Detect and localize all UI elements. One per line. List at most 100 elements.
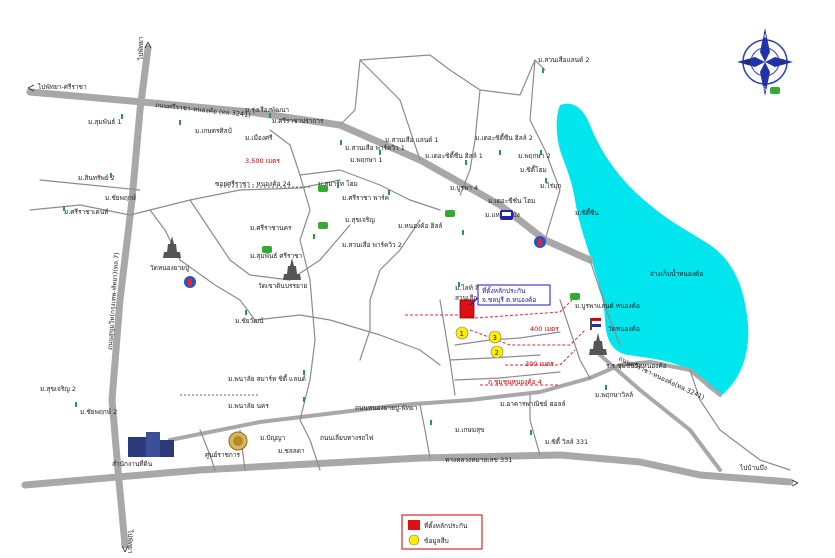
bus-icon [570, 293, 580, 300]
temple-label: วัดหนองค้อ [608, 325, 640, 333]
bus-icon [445, 210, 455, 217]
bus-icon [318, 222, 328, 229]
distance-300: 300 เมตร [525, 360, 554, 368]
school-label: ร.ร.ชุมชนวัดหนองค้อ [606, 362, 667, 370]
temple-icon [589, 333, 607, 355]
place-label: ม.ซิตี้โฮม [520, 165, 547, 174]
bus-icon [318, 185, 328, 192]
collateral-callout[interactable]: ที่ตั้งหลักประกัน จ.ชลบุรี ต.หนองค้อ [469, 284, 551, 306]
svg-text:3: 3 [493, 334, 497, 342]
place-label: ม.บูรพา 4 [450, 184, 478, 192]
comparable-marker-1[interactable]: 1 [455, 326, 469, 340]
place-label: ม.พนาลัย นคร [228, 402, 269, 410]
place-label: ม.บูรพาแลนด์ หนองค้อ [575, 302, 640, 310]
place-label: ม.ศรีราชา พาร์ค [342, 194, 389, 202]
legend-collateral-swatch [408, 520, 420, 530]
place-label: ม.ชลลดา [278, 447, 305, 455]
center-label: ศูนย์ราชการ [205, 451, 241, 459]
route-dash [469, 329, 586, 346]
place-label: ม.พฤกษาวิลล์ [595, 391, 633, 399]
bus-station-icon [500, 210, 513, 220]
flag-icon [590, 318, 602, 330]
office-building-icon [128, 432, 174, 457]
office-label: สำนักงานที่ดิน [112, 459, 153, 468]
comparable-marker-2[interactable]: 2 [490, 345, 504, 359]
temple-label: วัดหนองยายบู่ [150, 264, 189, 272]
place-label: ม.ศรีราชาเคนท์ [64, 208, 108, 216]
route-dash [505, 349, 576, 366]
place-label: ม.สุมพันธ์ ศรีราชา [250, 252, 303, 260]
road-label-to-pattaya-bottom: ไปพัทยา [126, 529, 134, 554]
distance-400: 400 เมตร [530, 325, 559, 333]
comparable-marker-3[interactable]: 3 [488, 330, 502, 344]
svg-text:1: 1 [460, 330, 464, 338]
temple-label: วัดเขาดินบรรยาย [258, 282, 307, 290]
temple-icon [163, 236, 181, 258]
legend-comparable-swatch [408, 534, 420, 546]
legend-comparable-label: ข้อมูลสืบ [424, 537, 449, 545]
place-label: ม.ชัยวัฒน์ [235, 317, 264, 325]
pin-icons [63, 68, 607, 435]
place-label: ม.เกษตรศิลป์ [195, 127, 232, 135]
road-chonburi-east [598, 353, 722, 472]
place-label: ม.สวนเสือ พาร์ควิว 1 [345, 144, 405, 152]
place-label: ม.เกษมสุข [455, 426, 485, 434]
place-label: ม.ชัยพฤกษ์ [105, 194, 137, 202]
place-label: ม.สวนเสือ พาร์ควิว 2 [342, 241, 402, 249]
map-legend: ที่ตั้งหลักประกัน ข้อมูลสืบ [401, 514, 483, 550]
place-label: ม.สินทรัพย์ 2 [78, 174, 115, 182]
place-label: ม.สุมพันธ์ 1 [88, 118, 122, 126]
road-label-to-pattaya: ไปพัทยา [137, 36, 145, 61]
compass-e: E [781, 59, 785, 66]
route-dash [474, 299, 573, 319]
callout-line-1: ที่ตั้งหลักประกัน [482, 286, 526, 295]
place-label: ม.เมืองศรี [245, 134, 273, 142]
place-label: ม.หนองค้อ ฮิลล์ [398, 222, 442, 230]
road-label-to-sriracha: ไปพัทยา-ศรีราชา [37, 83, 87, 91]
place-label: ม.พนาลัย สมาร์ท ซิตี้ แลนด์ [228, 374, 306, 383]
minor-road-network [29, 54, 791, 471]
road-label-nongkho-pattaya: ถนนหนองยายบู่-พัทยา [355, 404, 418, 412]
bus-icon [770, 87, 780, 94]
gas-station-icon [184, 276, 196, 288]
road-label-sriracha-nongkho: ถนนศรีราชา-หนองค้อ (ทล.3241) [155, 101, 251, 119]
place-label: ม.พฤกษา 2 [518, 152, 551, 160]
place-label: ม.ศรีราชาปราการ [272, 117, 324, 125]
reservoir-water [556, 103, 749, 395]
compass-n: N [762, 33, 767, 40]
place-label: ม.ปัญญา [260, 434, 286, 442]
place-label: ม.สวนเสือ แลนด์ 1 [385, 136, 439, 144]
road-label-local: ถนนเลียบทางรถไฟ [320, 434, 374, 442]
gas-station-icon [534, 236, 546, 248]
place-label: ม.เดอะซีชั่น โฮม [488, 196, 535, 205]
reservoir-label: อ่างเก็บน้ำหนองค้อ [650, 269, 703, 278]
svg-text:2: 2 [495, 349, 499, 357]
place-label: ม.ชัยพฤกษ์ 2 [80, 408, 117, 416]
road-label-to-baanbueng: ไปบ้านบึง [739, 464, 767, 472]
callout-line-2: จ.ชลบุรี ต.หนองค้อ [482, 296, 536, 304]
place-label: ม.ซิตี้ซีน [575, 208, 599, 217]
compass-s: S [763, 86, 767, 93]
place-label: ม.ศรีราชานคร [250, 224, 292, 232]
place-labels: ม.สุมพันธ์ 1 ม.สินทรัพย์ 2 ม.ศรีราชาเคนท… [40, 56, 640, 455]
place-label: ม.ไร่มุก [540, 182, 561, 190]
road-331 [21, 451, 794, 489]
place-label: ม.สวนเสือแลนด์ 2 [538, 56, 590, 64]
place-label: ม.สุขเจริญ [345, 216, 375, 224]
compass-w: W [745, 59, 751, 66]
place-label: ม.สุขเจริญ 2 [40, 385, 76, 393]
place-label: ม.เดอะซิตี้ซีน ฮิลล์ 2 [475, 133, 533, 142]
place-label: ม.พฤกษา 1 [350, 156, 383, 164]
road-label-331: ทางหลวงหมายเลข 331 [445, 456, 512, 464]
direction-arrows [27, 41, 799, 553]
bus-icon [262, 246, 272, 253]
road-nongkho-pattaya [168, 360, 722, 442]
place-label: ม.ซิตี้ วิลล์ 331 [545, 437, 588, 446]
temple-icon [283, 258, 301, 280]
place-label: ม.เดอะซิตี้ซีน ฮิลล์ 1 [425, 151, 483, 160]
road-sukhumvit [108, 44, 152, 549]
road-label-soi-24: ซอยศรีราชา - หนองค้อ 24 [215, 180, 291, 188]
distance-road: ถ.ชุมชนหนองค้อ 4 [488, 378, 542, 386]
legend-collateral-label: ที่ตั้งหลักประกัน [424, 521, 468, 530]
